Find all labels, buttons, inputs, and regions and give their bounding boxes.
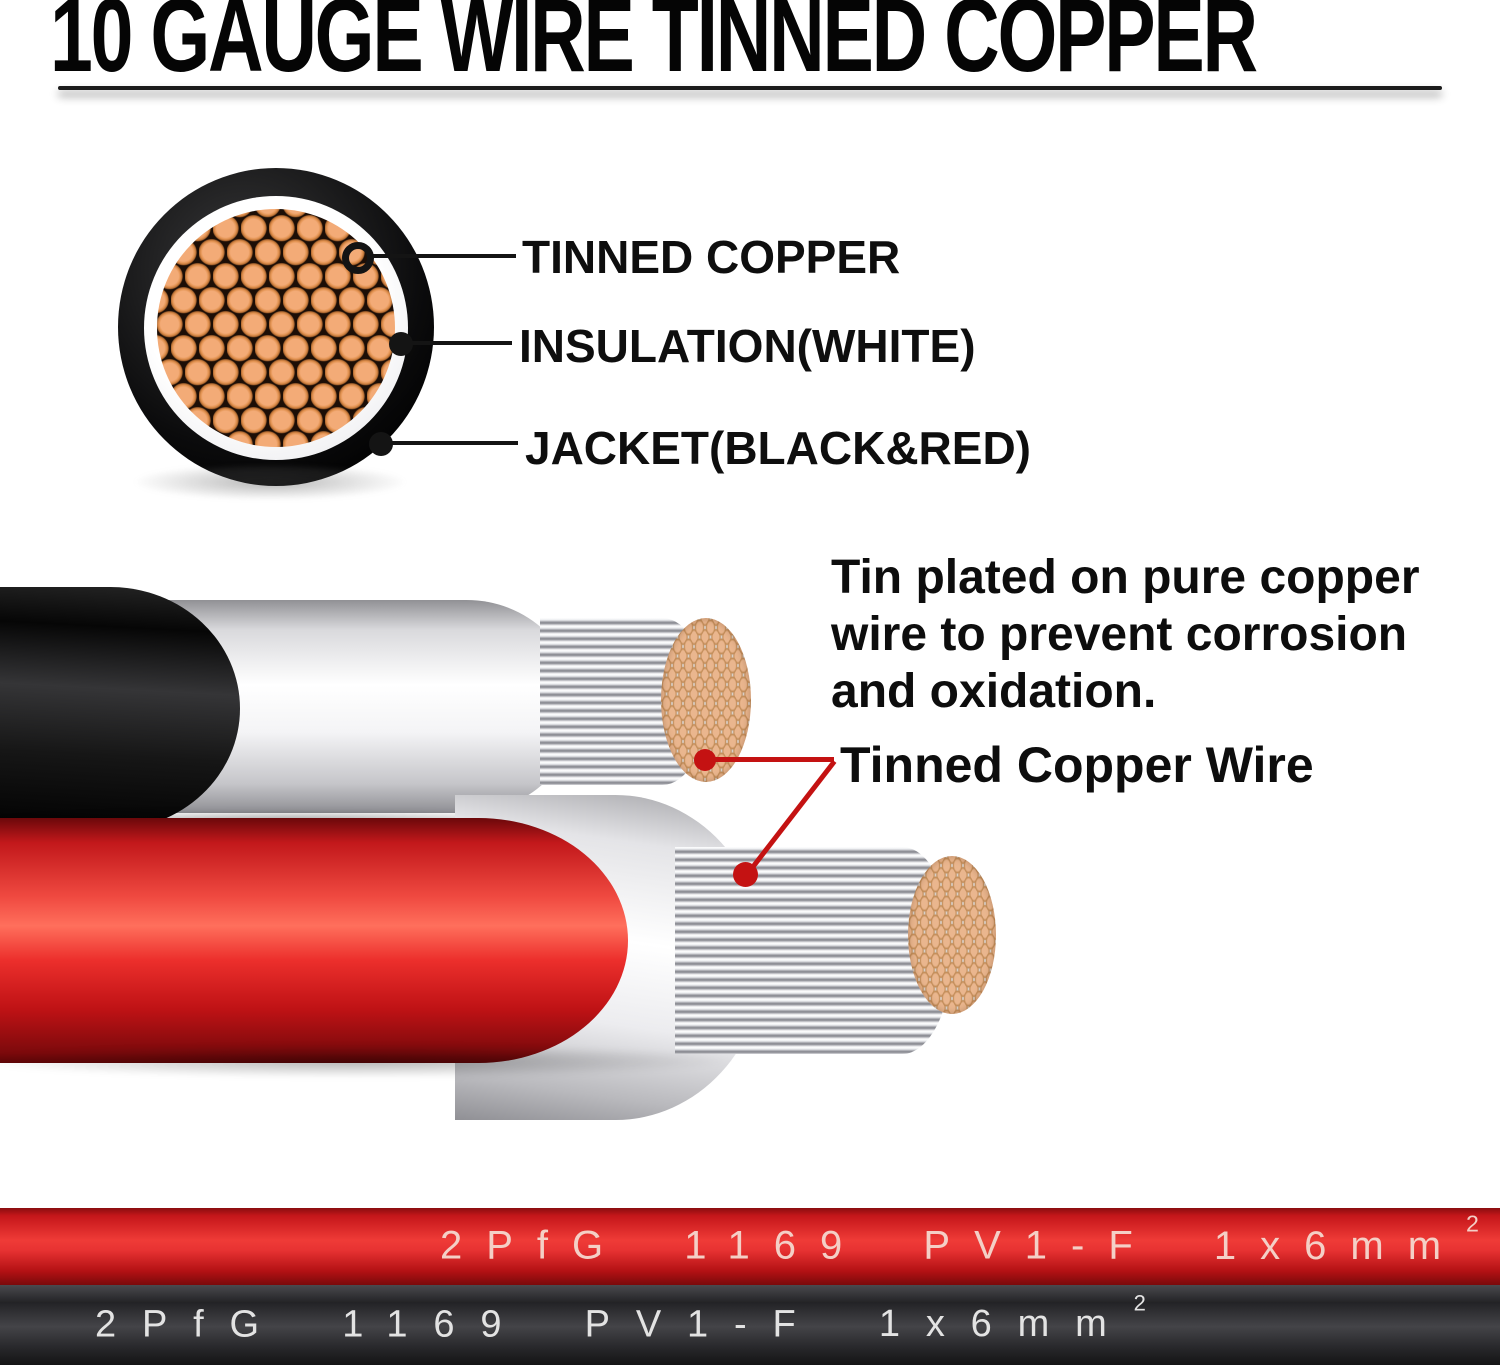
marking-superscript: 2 — [1133, 1290, 1146, 1316]
description-paragraph: Tin plated on pure copper wire to preven… — [831, 549, 1420, 720]
red-leader-dot-black-cable — [694, 749, 716, 771]
red-cable-marking-band: 2PfG 1169 PV1-F 1x6mm2 — [0, 1208, 1500, 1285]
red-leader-line-horizontal — [706, 757, 834, 762]
marking-segment: 1169 — [684, 1223, 867, 1268]
description-line: wire to prevent corrosion — [831, 608, 1408, 661]
red-band-marking-text: 2PfG 1169 PV1-F 1x6mm2 — [440, 1210, 1479, 1268]
red-cable-tinned-strands — [675, 847, 952, 1054]
description-line: and oxidation. — [831, 665, 1157, 718]
red-cable-copper-tip — [908, 856, 996, 1014]
marking-superscript: 2 — [1466, 1210, 1479, 1237]
red-leader-dot-red-cable — [733, 862, 758, 887]
marking-segment: 1169 — [342, 1302, 528, 1345]
leader-line-jacket — [382, 441, 518, 445]
marking-segment: PV1-F — [923, 1223, 1157, 1268]
marking-segment: 2PfG — [440, 1223, 628, 1268]
marking-segment: 1x6mm — [1213, 1223, 1466, 1268]
label-insulation: INSULATION(WHITE) — [519, 320, 976, 372]
cross-section-shadow — [135, 464, 405, 500]
marking-segment: PV1-F — [584, 1302, 822, 1345]
description-line: Tin plated on pure copper — [831, 551, 1420, 604]
leader-line-insulation — [402, 341, 512, 345]
marking-segment: 2PfG — [95, 1302, 285, 1345]
caption-tinned-copper-wire: Tinned Copper Wire — [840, 737, 1314, 793]
title-underline — [58, 86, 1442, 90]
page-title: 10 GAUGE WIRE TINNED COPPER — [50, 0, 1258, 94]
red-cable-jacket — [0, 818, 628, 1063]
leader-line-tinned-copper — [370, 254, 516, 258]
leader-dot-tinned-copper — [342, 242, 374, 274]
label-jacket: JACKET(BLACK&RED) — [525, 422, 1031, 474]
red-cable-shadow — [0, 1044, 740, 1078]
black-band-marking-text: 2PfG 1169 PV1-F 1x6mm2 — [95, 1290, 1146, 1346]
black-cable-jacket — [0, 587, 240, 830]
marking-segment: 1x6mm — [878, 1302, 1133, 1345]
black-cable-marking-band: 2PfG 1169 PV1-F 1x6mm2 — [0, 1285, 1500, 1365]
label-tinned-copper: TINNED COPPER — [522, 231, 901, 283]
